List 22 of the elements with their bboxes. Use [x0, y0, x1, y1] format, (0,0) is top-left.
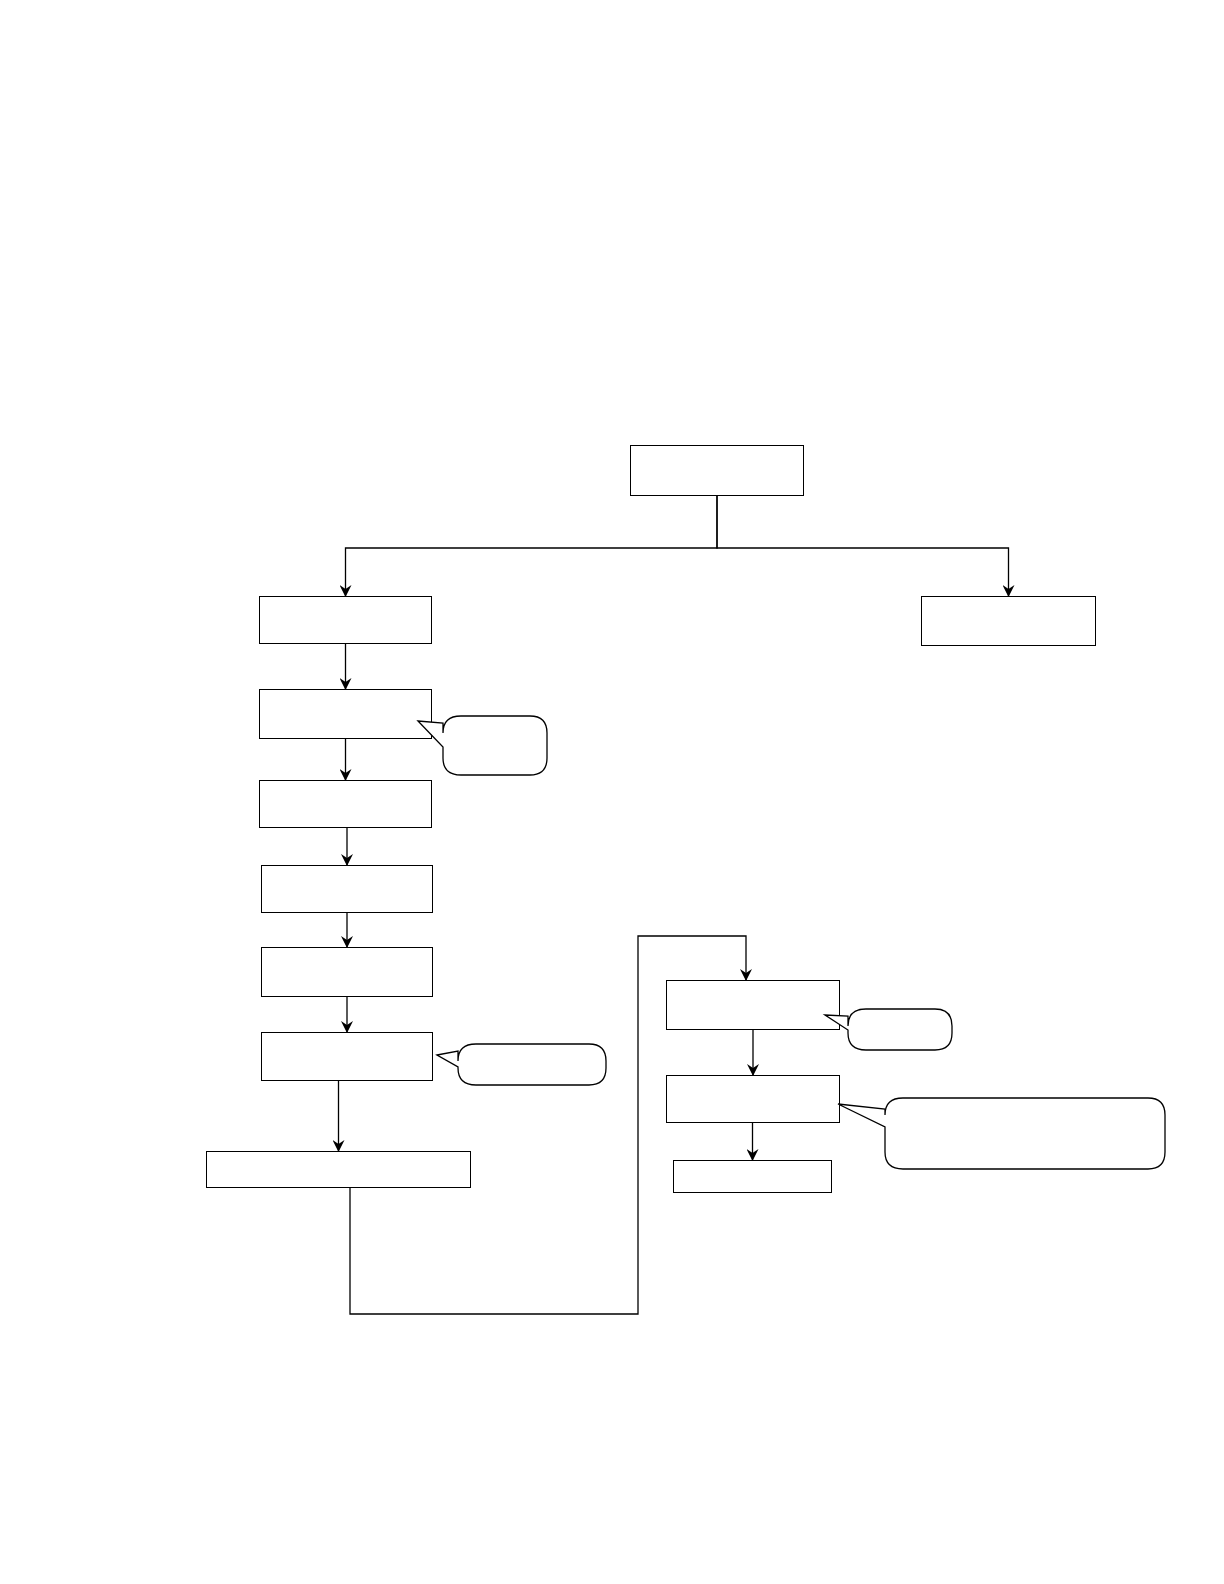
arrow [349, 935, 752, 1315]
process-box [259, 780, 432, 828]
process-box [921, 596, 1096, 646]
arrow [747, 1029, 759, 1076]
arrow [716, 495, 1015, 597]
process-box [673, 1160, 832, 1193]
process-box [259, 689, 432, 739]
process-box [666, 980, 840, 1030]
arrow [746, 1122, 759, 1161]
process-box [261, 947, 433, 997]
process-box [261, 1032, 433, 1081]
arrow [341, 827, 353, 866]
process-box [206, 1151, 471, 1188]
arrow [339, 738, 352, 781]
process-box [259, 596, 432, 644]
arrow [332, 1080, 345, 1152]
arrow [339, 643, 352, 690]
process-box [630, 445, 804, 496]
process-box [261, 865, 433, 913]
arrow [341, 996, 353, 1033]
process-box [666, 1075, 840, 1123]
arrow [341, 912, 353, 948]
